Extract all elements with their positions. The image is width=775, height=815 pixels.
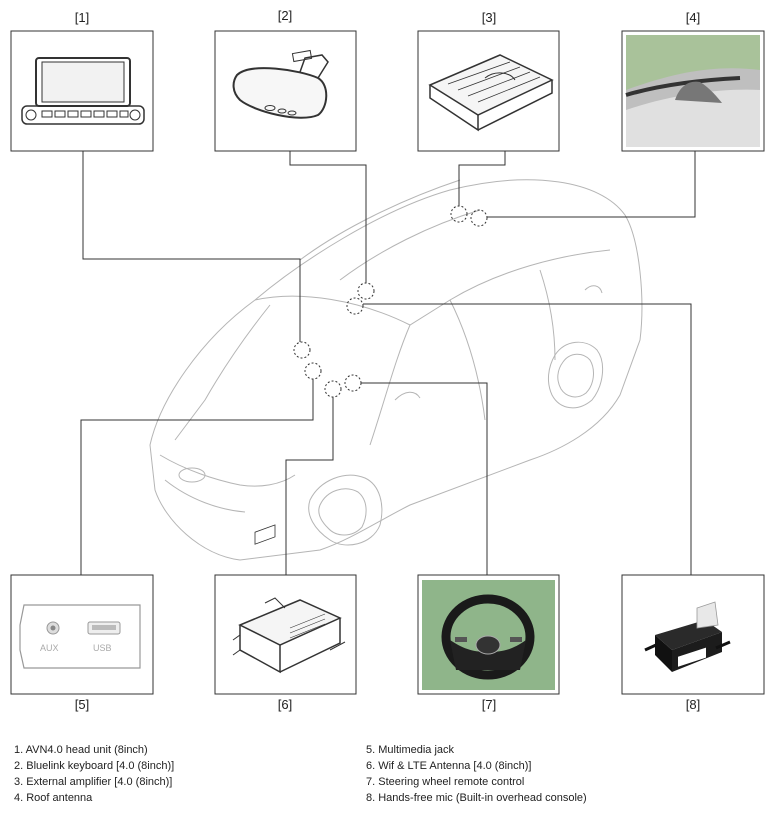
legend-item: 3. External amplifier [4.0 (8inch)] xyxy=(14,776,173,788)
legend-item: 7. Steering wheel remote control xyxy=(366,776,525,788)
hands-free-mic-image xyxy=(644,601,731,672)
callout-2: [2] xyxy=(277,8,293,23)
legend-right: 5. Multimedia jack 6. Wif & LTE Antenna … xyxy=(366,742,587,806)
callout-3: [3] xyxy=(481,10,497,25)
legend-item: 5. Multimedia jack xyxy=(366,744,455,756)
callout-4: [4] xyxy=(685,10,701,25)
head-unit-image xyxy=(21,57,145,125)
car-outline xyxy=(149,179,643,561)
leader-8 xyxy=(363,303,692,575)
multimedia-jack-image xyxy=(19,604,141,669)
leader-3 xyxy=(458,151,506,206)
marker-6 xyxy=(324,380,342,398)
marker-8 xyxy=(346,297,364,315)
steering-wheel-image xyxy=(422,580,555,690)
lte-antenna-image xyxy=(232,524,346,674)
roof-antenna-image xyxy=(625,35,760,147)
leader-5 xyxy=(80,379,314,575)
aux-label: AUX xyxy=(40,643,59,653)
box-5 xyxy=(10,574,154,695)
callout-6: [6] xyxy=(277,697,293,712)
mirror-image xyxy=(232,49,329,119)
legend-item: 4. Roof antenna xyxy=(14,792,93,804)
marker-7 xyxy=(344,374,362,392)
legend-item: 2. Bluelink keyboard [4.0 (8inch)] xyxy=(14,760,175,772)
legend-item: 8. Hands-free mic (Built-in overhead con… xyxy=(366,792,587,804)
leader-6 xyxy=(285,397,334,575)
callout-1: [1] xyxy=(74,10,90,25)
callout-5: [5] xyxy=(74,697,90,712)
marker-3 xyxy=(450,205,468,223)
leader-lines xyxy=(80,151,696,575)
marker-2 xyxy=(357,282,375,300)
usb-label: USB xyxy=(93,643,112,653)
callout-7: [7] xyxy=(481,697,497,712)
marker-1 xyxy=(293,341,311,359)
callout-8: [8] xyxy=(685,697,701,712)
leader-4 xyxy=(487,151,696,218)
legend-left: 1. AVN4.0 head unit (8inch) 2. Bluelink … xyxy=(14,742,174,806)
marker-4 xyxy=(470,209,488,227)
leader-2 xyxy=(289,151,367,283)
legend-item: 6. Wif & LTE Antenna [4.0 (8inch)] xyxy=(366,760,532,772)
leader-1 xyxy=(82,151,301,342)
legend-item: 1. AVN4.0 head unit (8inch) xyxy=(14,744,148,756)
leader-7 xyxy=(361,382,488,575)
amplifier-image xyxy=(428,54,554,132)
location-markers xyxy=(293,205,488,398)
marker-5 xyxy=(304,362,322,380)
